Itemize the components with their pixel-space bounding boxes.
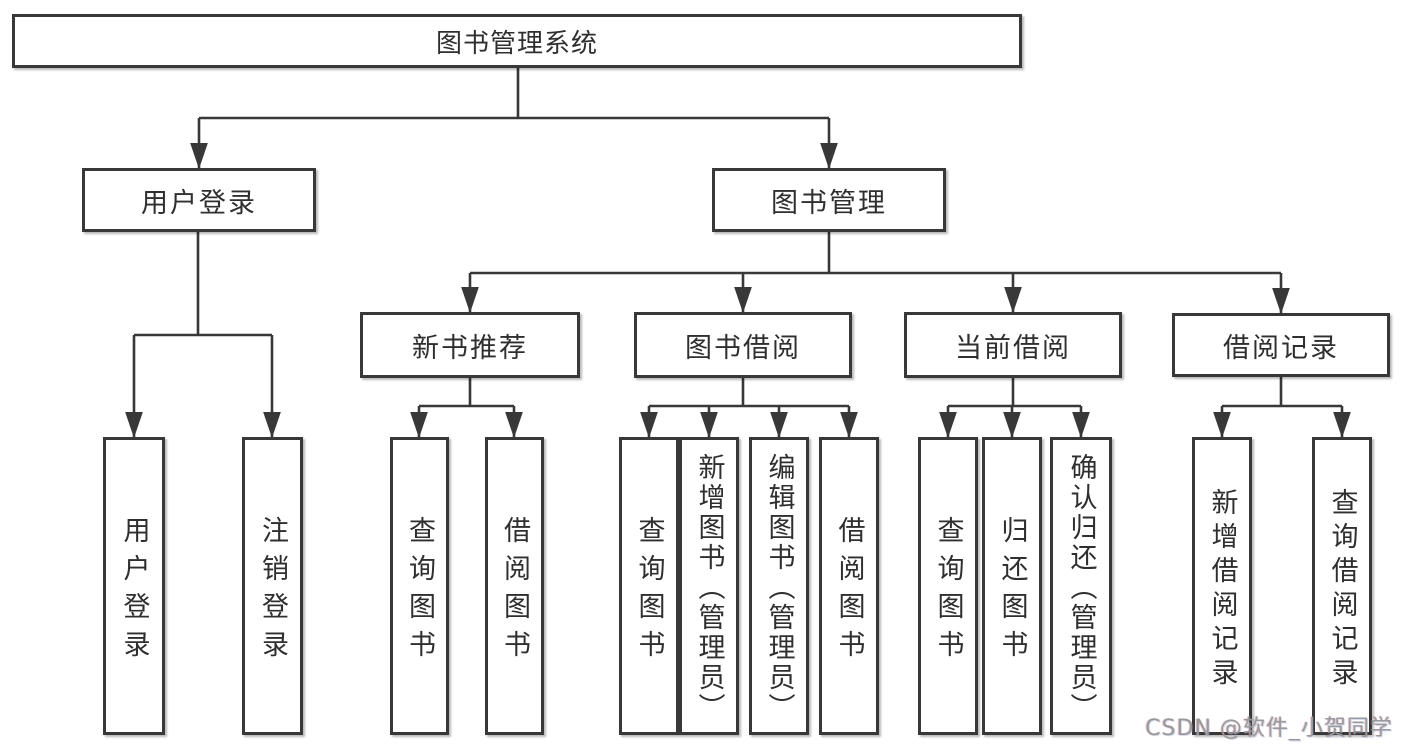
- leaf-query-book-borrowing: 查询图书: [619, 437, 679, 735]
- leaf-add-borrow-record: 新增借阅记录: [1192, 437, 1252, 735]
- leaf-user-login: 用户登录: [103, 437, 165, 735]
- node-new-book-recommend: 新书推荐: [360, 312, 580, 378]
- node-borrow-records: 借阅记录: [1172, 313, 1390, 377]
- leaf-edit-book-admin: 编辑图书（管理员）: [749, 437, 809, 735]
- leaf-confirm-return-admin: 确认归还（管理员）: [1050, 437, 1112, 735]
- leaf-add-book-admin-label: 新增图书（管理员）: [693, 452, 725, 723]
- watermark: CSDN @软件_小贺同学: [1145, 716, 1393, 741]
- leaf-add-book-admin: 新增图书（管理员）: [679, 437, 739, 735]
- leaf-add-borrow-record-label: 新增借阅记录: [1206, 487, 1238, 692]
- node-book-borrowing: 图书借阅: [634, 312, 852, 378]
- leaf-query-book-borrowing-label: 查询图书: [633, 515, 665, 668]
- leaf-query-borrow-record: 查询借阅记录: [1312, 437, 1372, 735]
- leaf-query-book-recommend-label: 查询图书: [404, 515, 435, 668]
- node-user-login: 用户登录: [82, 168, 316, 232]
- node-current-borrowing: 当前借阅: [904, 312, 1122, 378]
- leaf-return-book-label: 归还图书: [996, 515, 1028, 668]
- leaf-query-book-current-label: 查询图书: [932, 515, 964, 668]
- leaf-query-book-current: 查询图书: [918, 437, 978, 735]
- leaf-confirm-return-admin-label: 确认归还（管理员）: [1065, 452, 1097, 723]
- leaf-borrow-book: 借阅图书: [819, 437, 879, 735]
- leaf-logout: 注销登录: [242, 437, 303, 735]
- leaf-user-login-label: 用户登录: [118, 515, 150, 668]
- node-user-login-label: 用户登录: [141, 187, 257, 219]
- node-book-management: 图书管理: [712, 168, 946, 232]
- leaf-query-borrow-record-label: 查询借阅记录: [1326, 487, 1358, 692]
- leaf-return-book: 归还图书: [982, 437, 1042, 735]
- node-borrow-records-label: 借阅记录: [1223, 332, 1339, 364]
- node-new-book-recommend-label: 新书推荐: [412, 332, 528, 364]
- leaf-borrow-book-recommend-label: 借阅图书: [499, 515, 530, 668]
- leaf-borrow-book-recommend: 借阅图书: [485, 437, 544, 735]
- node-root: 图书管理系统: [12, 14, 1022, 68]
- node-current-borrowing-label: 当前借阅: [955, 332, 1071, 364]
- connector-arrows: [125, 118, 1351, 439]
- node-root-label: 图书管理系统: [435, 28, 598, 59]
- leaf-logout-label: 注销登录: [257, 515, 288, 668]
- leaf-edit-book-admin-label: 编辑图书（管理员）: [763, 452, 795, 723]
- leaf-query-book-recommend: 查询图书: [390, 437, 449, 735]
- leaf-borrow-book-label: 借阅图书: [833, 515, 865, 668]
- node-book-management-label: 图书管理: [771, 187, 887, 219]
- node-book-borrowing-label: 图书借阅: [685, 332, 801, 364]
